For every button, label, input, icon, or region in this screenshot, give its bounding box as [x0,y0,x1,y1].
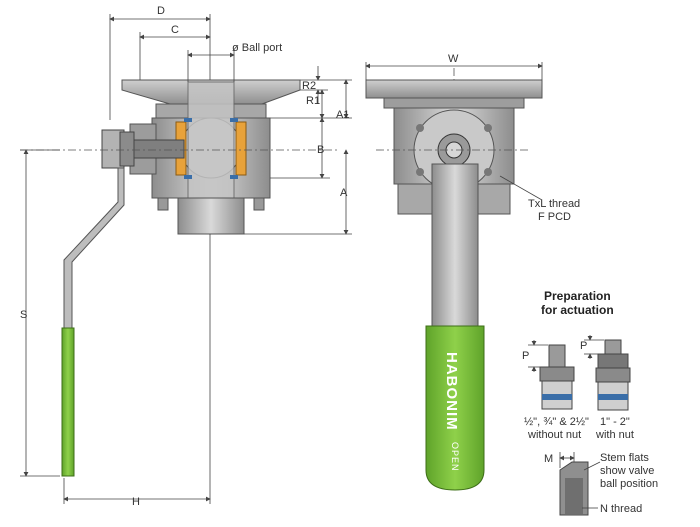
front-handle-lever [431,163,479,335]
brand-logo-text: HABONIM [443,352,460,431]
dim-m-label: M [544,453,553,465]
stem-flats-label-2: show valve [600,465,654,477]
front-bolt-bl [416,168,424,176]
dim-r2-label: R2 [302,80,316,92]
dim-h-label: H [132,496,140,508]
stem-detail [559,461,589,516]
left-dimensions [20,14,352,504]
front-bolt-tr [484,124,492,132]
seat-right [235,121,247,176]
body-bolt-right [253,197,265,211]
handle-grip [61,327,75,477]
dim-ball-port-label: ø Ball port [232,42,282,54]
side-section-view [20,79,340,477]
n-thread-label: N thread [600,503,642,515]
stem-nut-2 [119,131,135,167]
dim-p-left: P [522,350,529,362]
handle-lever [63,167,125,331]
dim-d-label: D [157,5,165,17]
stem-with-nut [595,339,631,411]
bottom-end [177,197,245,235]
p-dimension-lines [528,335,604,372]
seal-top-right [230,118,238,122]
size-right: 1" - 2" [600,416,630,428]
f-pcd-label: F PCD [538,211,571,223]
front-view [365,68,543,491]
open-label: OPEN [450,442,460,472]
front-flange-base [383,97,525,109]
front-bolt-tl [416,124,424,132]
stem-flats-label-3: ball position [600,478,658,490]
actuation-title-1: Preparation [544,289,611,303]
dim-a-label: A [340,187,348,199]
txl-thread-label: TxL thread [528,198,580,210]
front-dimensions [365,62,543,201]
seal-bottom-left [184,175,192,179]
dim-r1-label: R1 [306,95,320,107]
dim-p-right: P [580,340,587,352]
dim-a1-label: A1 [336,109,349,121]
front-bolt-br [484,168,492,176]
note-left: without nut [527,429,581,441]
size-left: ½", ¾" & 2½" [524,416,589,428]
note-right: with nut [595,429,634,441]
front-top-flange [365,79,543,99]
dim-w-label: W [448,53,459,65]
dim-b-label: B [317,144,324,156]
handle-branding: HABONIM OPEN [443,352,460,472]
body-bolt-left [157,197,169,211]
dim-c-label: C [171,24,179,36]
stem-flats-label-1: Stem flats [600,452,649,464]
dim-s-label: S [20,309,27,321]
front-handle-grip [425,325,485,491]
actuation-title-2: for actuation [541,303,614,317]
m-dimension-lines [559,452,601,509]
seal-top-left [184,118,192,122]
seal-bottom-right [230,175,238,179]
stem-without-nut [539,344,575,410]
